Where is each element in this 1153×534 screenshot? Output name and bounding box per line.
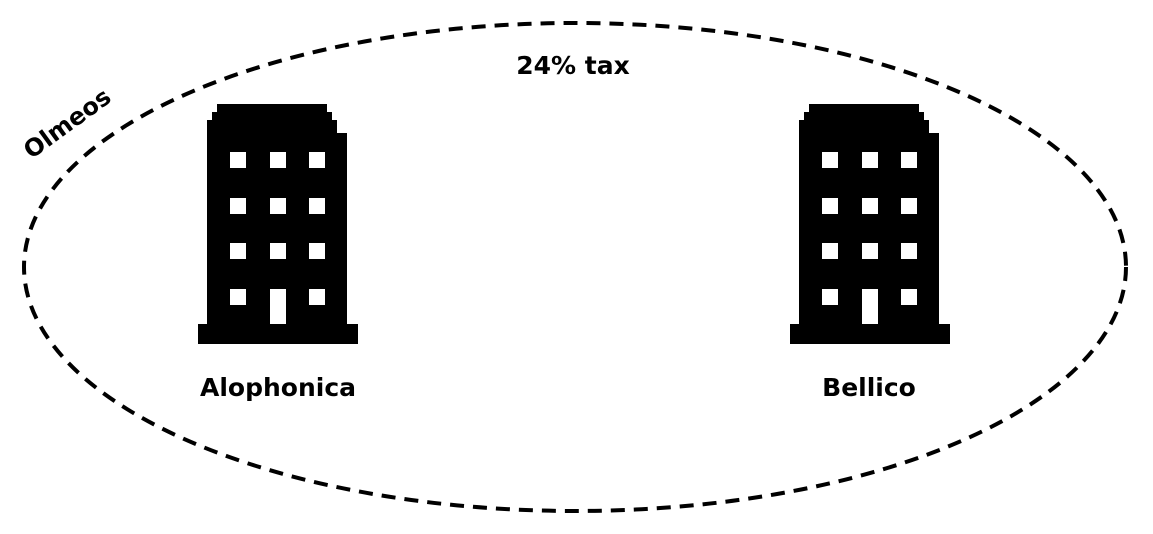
company-label-bellico: Bellico [822, 373, 916, 402]
office-building-icon [198, 104, 358, 344]
region-name-label: Olmeos [18, 83, 116, 165]
company-label-alophonica: Alophonica [200, 373, 356, 402]
office-building-icon [790, 104, 950, 344]
region-boundary [22, 21, 1128, 513]
tax-label: 24% tax [516, 51, 630, 80]
